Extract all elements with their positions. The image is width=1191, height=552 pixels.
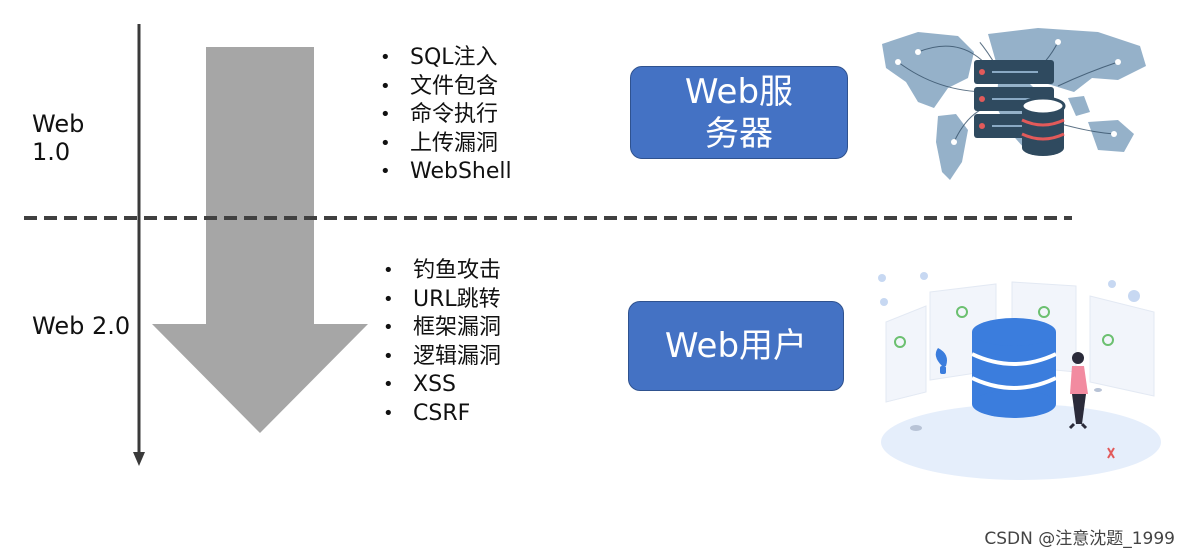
web-server-box-label: Web服务器: [684, 71, 794, 154]
server-illustration: [882, 28, 1146, 180]
watermark: CSDN @注意沈题_1999: [984, 529, 1175, 549]
web1-attack-list: SQL注入 文件包含 命令执行 上传漏洞 WebShell: [380, 44, 512, 187]
web-user-box: Web用户: [628, 301, 844, 391]
list-item: WebShell: [380, 158, 512, 187]
web-server-box: Web服务器: [630, 66, 848, 159]
list-item: URL跳转: [383, 286, 501, 315]
era-label-web2: Web 2.0: [32, 312, 131, 340]
list-item: XSS: [383, 371, 501, 400]
list-item: 钓鱼攻击: [383, 257, 501, 286]
era-divider: [24, 216, 1072, 220]
list-item: 文件包含: [380, 73, 512, 102]
web2-attack-list: 钓鱼攻击 URL跳转 框架漏洞 逻辑漏洞 XSS CSRF: [383, 257, 501, 428]
list-item: 命令执行: [380, 101, 512, 130]
list-item: 逻辑漏洞: [383, 343, 501, 372]
list-item: CSRF: [383, 400, 501, 429]
web-user-box-label: Web用户: [664, 326, 808, 366]
era-label-web1: Web 1.0: [32, 110, 85, 166]
list-item: SQL注入: [380, 44, 512, 73]
user-illustration: [878, 272, 1161, 480]
list-item: 框架漏洞: [383, 314, 501, 343]
transition-arrow: [152, 47, 368, 433]
list-item: 上传漏洞: [380, 130, 512, 159]
timeline-axis: [133, 24, 145, 466]
